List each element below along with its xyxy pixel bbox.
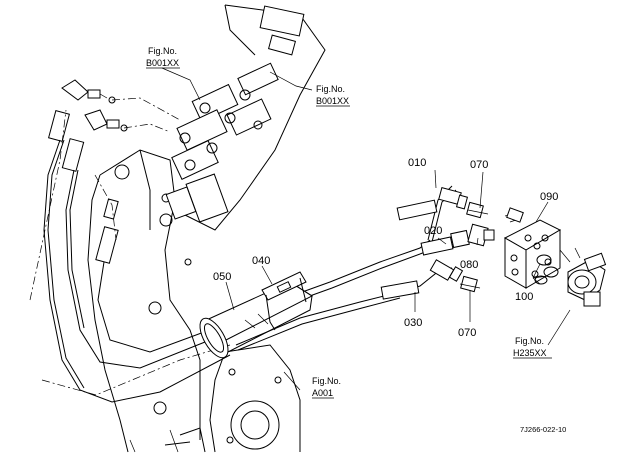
callout-020[interactable]: 020 [424, 225, 442, 237]
drawing-code: 7J266-022-10 [520, 425, 566, 434]
centerline-4 [123, 123, 171, 133]
callout-080[interactable]: 080 [460, 259, 478, 271]
adapter-fittings [459, 201, 495, 293]
centerline-1 [29, 109, 67, 301]
fig-ref-right[interactable]: Fig.No. H235XX [513, 336, 552, 359]
frame-plate [87, 149, 201, 453]
fig-ref-right-code: H235XX [513, 348, 547, 358]
centerline-3 [111, 97, 181, 121]
o-rings-100 [534, 254, 559, 285]
fig-ref-right-title: Fig.No. [515, 336, 544, 346]
left-hose-fittings [43, 79, 231, 403]
centerline-5 [94, 174, 117, 241]
manifold-090 [503, 207, 562, 289]
leader-lines [161, 67, 571, 391]
hose-sleeve-050 [199, 281, 314, 359]
fig-ref-top-left-code: B001XX [146, 58, 179, 68]
centerline-2 [41, 344, 231, 396]
fig-ref-top-right-title: Fig.No. [316, 84, 345, 94]
fig-ref-top-right-code: B001XX [316, 96, 349, 106]
callout-010[interactable]: 010 [408, 157, 426, 169]
callout-090[interactable]: 090 [540, 191, 558, 203]
callout-040[interactable]: 040 [252, 255, 270, 267]
hose-030 [380, 259, 464, 300]
fig-ref-bottom-code: A001 [312, 388, 333, 398]
fig-ref-bottom-title: Fig.No. [312, 376, 341, 386]
callout-070-top[interactable]: 070 [470, 159, 488, 171]
control-valve [159, 4, 326, 231]
hose-020 [419, 229, 470, 256]
callout-100[interactable]: 100 [515, 291, 533, 303]
engine-block [164, 344, 301, 453]
callout-030[interactable]: 030 [404, 317, 422, 329]
right-component [559, 247, 607, 307]
fig-ref-bottom[interactable]: Fig.No. A001 [312, 376, 341, 399]
callout-070-bottom[interactable]: 070 [458, 327, 476, 339]
fig-ref-top-left-title: Fig.No. [148, 46, 177, 56]
fig-ref-top-right[interactable]: Fig.No. B001XX [316, 84, 350, 107]
fig-ref-top-left[interactable]: Fig.No. B001XX [146, 46, 180, 69]
hose-010 [396, 185, 469, 243]
callout-050[interactable]: 050 [213, 271, 231, 283]
clamp-band-040 [261, 271, 307, 331]
